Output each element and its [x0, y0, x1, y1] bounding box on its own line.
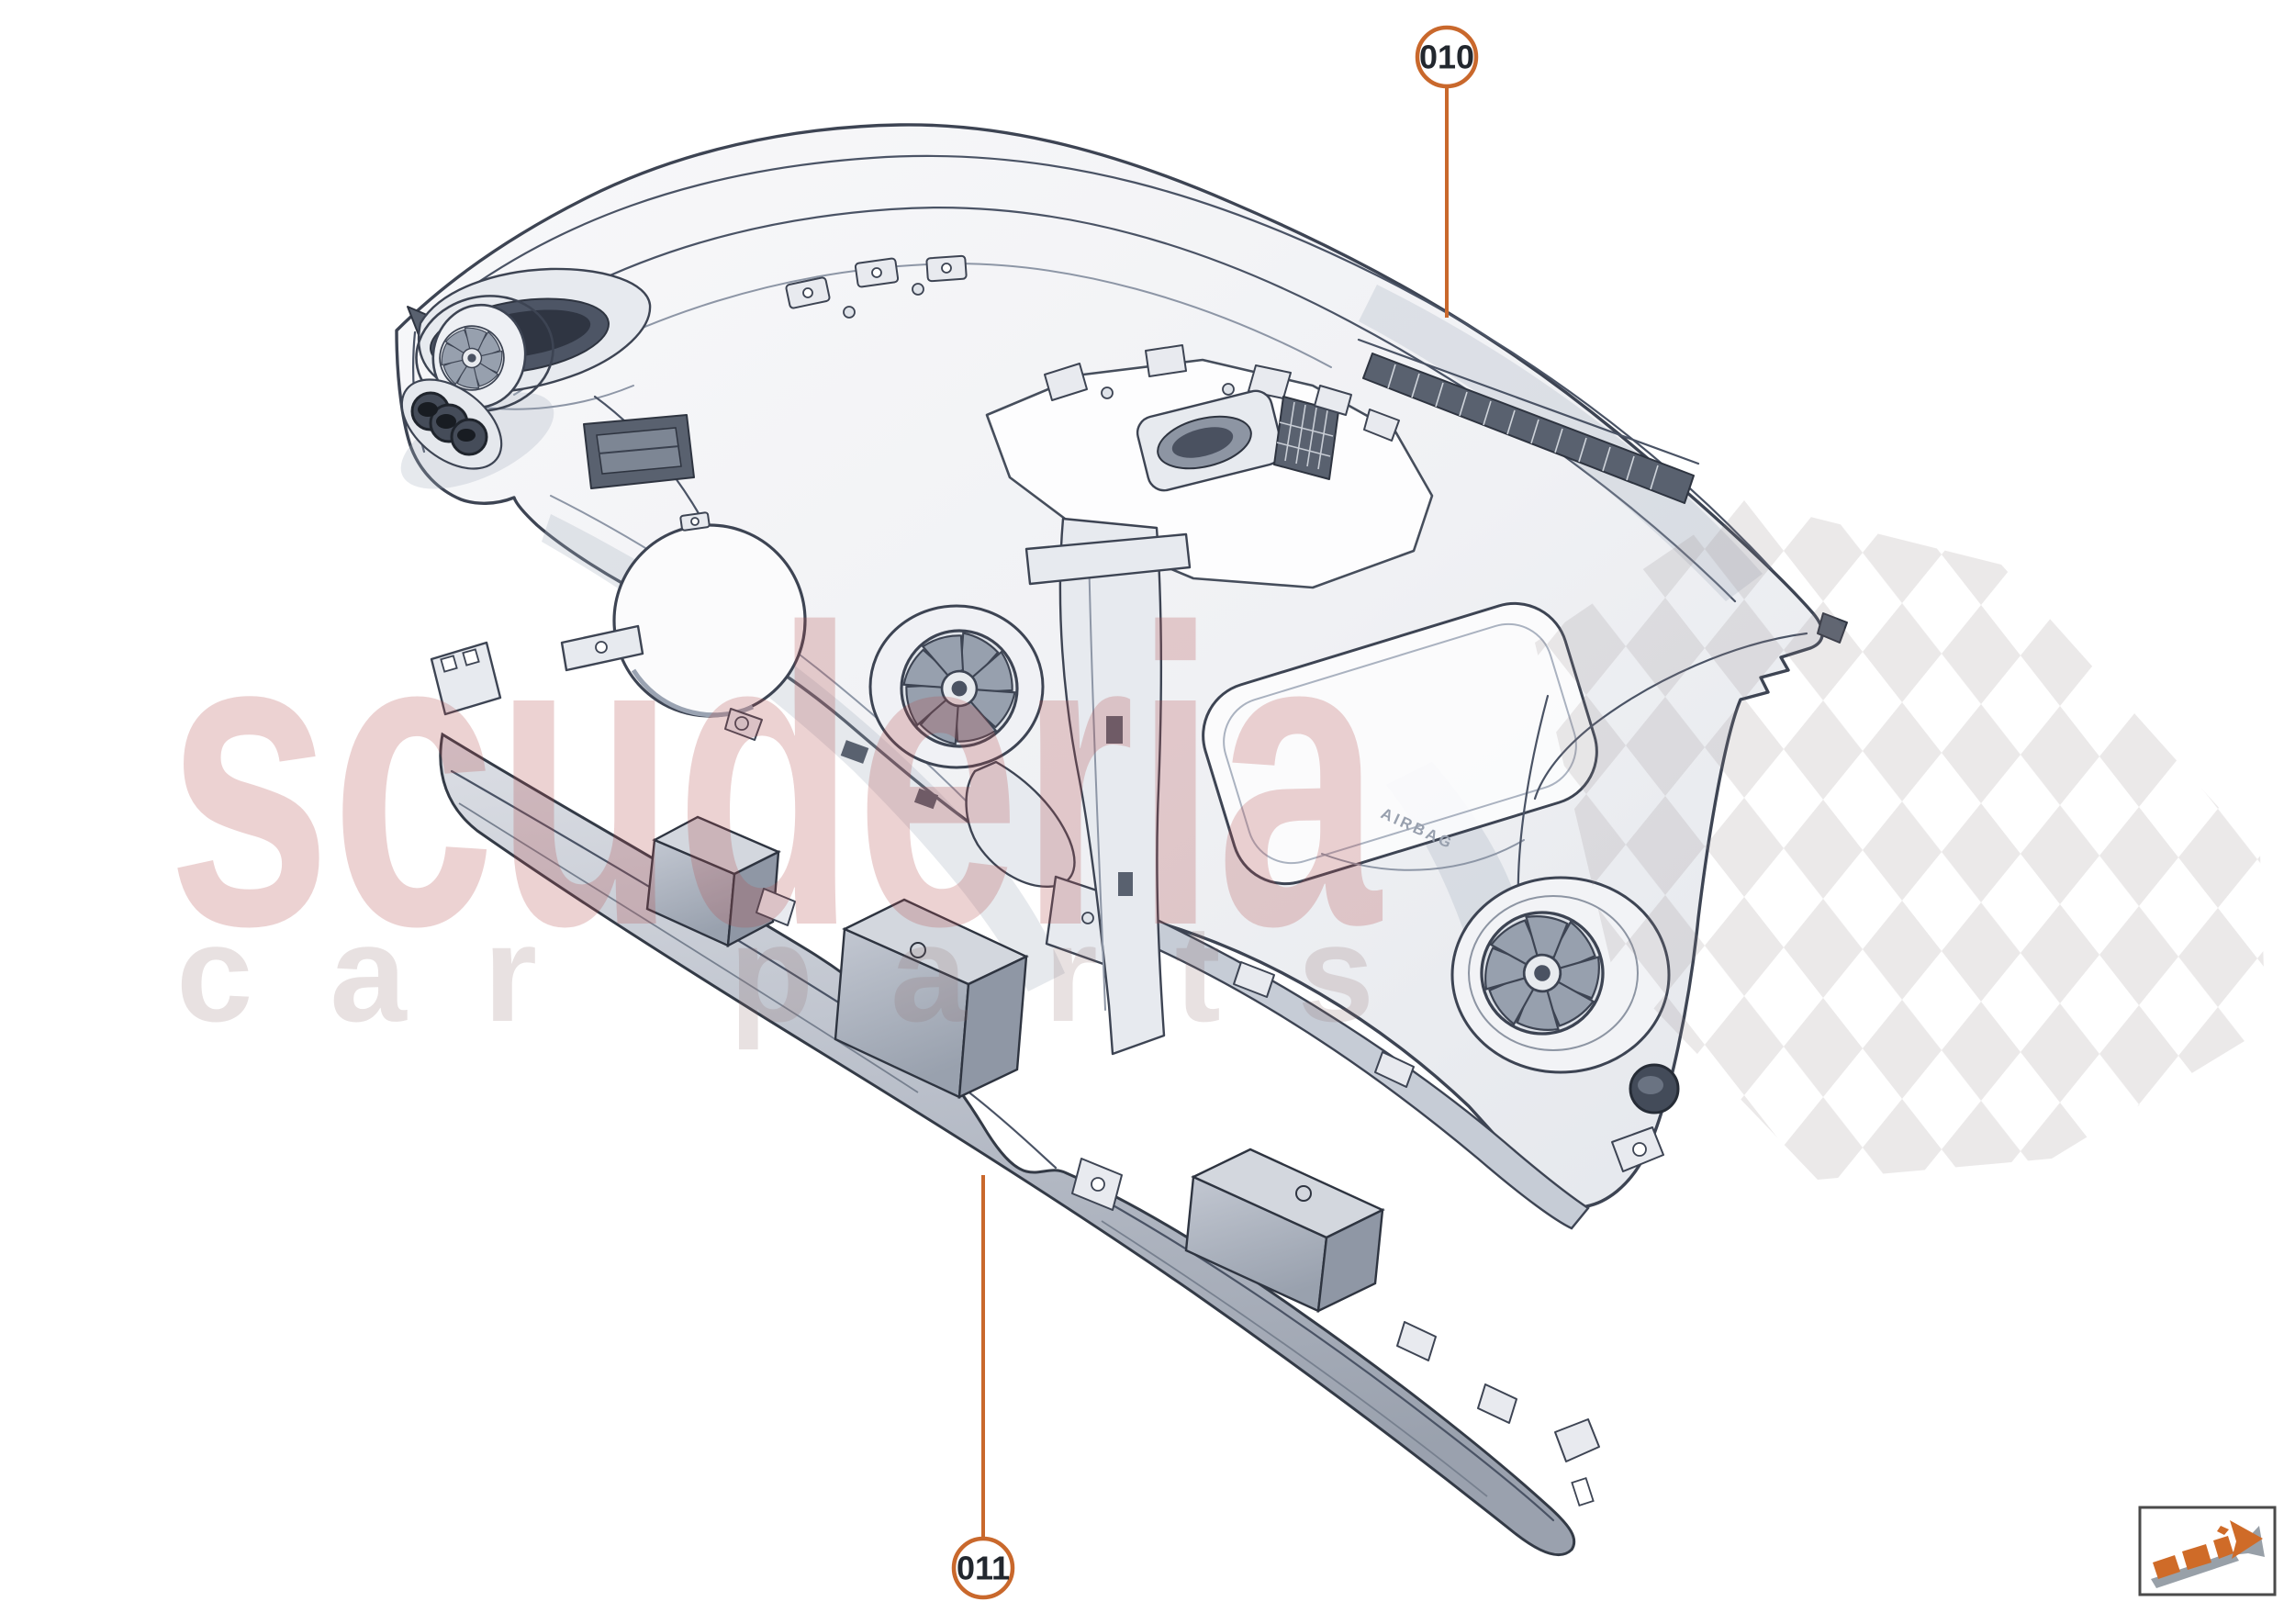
trim-mounting-box	[834, 898, 1029, 1099]
vent-plug	[1629, 1063, 1680, 1114]
trim-mounting-box	[1184, 1148, 1385, 1314]
trim-clips	[756, 888, 1600, 1506]
watermark-line1: scuderia	[167, 543, 1383, 1014]
brand-logo	[2138, 1506, 2277, 1596]
callout-010-label: 010	[1419, 39, 1474, 76]
trim-end-bracket	[430, 624, 644, 716]
callout-011-circle[interactable]	[951, 1536, 1015, 1600]
dashboard-illustration: AIRBAG	[395, 123, 1848, 1230]
arrow-up-right-icon	[2151, 1520, 2265, 1588]
defroster-grille	[1357, 338, 1700, 504]
vent-knob-cluster	[400, 378, 503, 470]
side-demist-vent	[583, 414, 695, 489]
airbag-panel: AIRBAG	[1202, 601, 1598, 886]
lower-flange-rail	[1144, 916, 1590, 1230]
corner-bracket	[1611, 1126, 1664, 1172]
checkered-flag-watermark	[1535, 500, 2266, 1180]
center-support-strut	[1024, 517, 1192, 1056]
floating-vent-assembly	[1136, 385, 1400, 492]
callout-011-label: 011	[957, 1550, 1010, 1587]
trim-mounting-box	[645, 815, 781, 948]
callout-010[interactable]: 010	[1415, 25, 1479, 318]
watermark: scuderia car parts	[167, 543, 1383, 1050]
mounting-clips	[785, 254, 968, 319]
steering-column-opening	[612, 511, 939, 810]
watermark-line2: car parts	[176, 896, 1374, 1050]
callout-011[interactable]: 011	[951, 1175, 1015, 1600]
callout-010-circle[interactable]	[1415, 25, 1479, 89]
lower-trim-illustration	[430, 624, 1600, 1557]
